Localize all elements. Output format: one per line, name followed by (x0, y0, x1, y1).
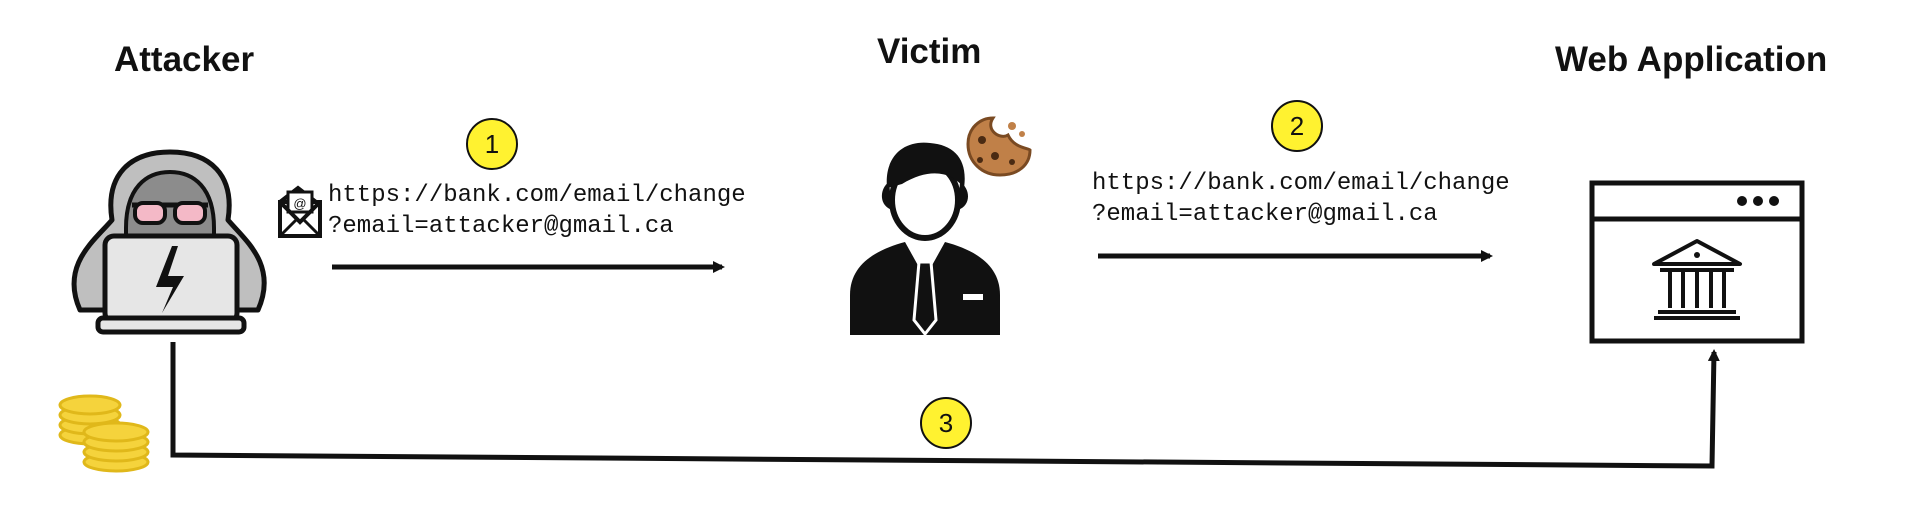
request-2-url-line1: https://bank.com/email/change (1092, 170, 1510, 197)
step-2-badge: 2 (1271, 100, 1323, 152)
request-1-url-line1: https://bank.com/email/change (328, 182, 746, 209)
step-1-badge: 1 (466, 118, 518, 170)
step-3-badge: 3 (920, 397, 972, 449)
request-1-url: https://bank.com/email/change ?email=att… (328, 180, 746, 242)
victim-heading: Victim (877, 32, 982, 71)
request-1-url-line2: ?email=attacker@gmail.ca (328, 213, 674, 240)
request-2-url: https://bank.com/email/change ?email=att… (1092, 168, 1510, 230)
attacker-heading: Attacker (114, 40, 255, 79)
web-application-heading: Web Application (1555, 40, 1828, 79)
connector-attacker-to-webapp (170, 342, 1720, 469)
svg-text:@: @ (293, 196, 306, 211)
request-2-url-line2: ?email=attacker@gmail.ca (1092, 201, 1438, 228)
